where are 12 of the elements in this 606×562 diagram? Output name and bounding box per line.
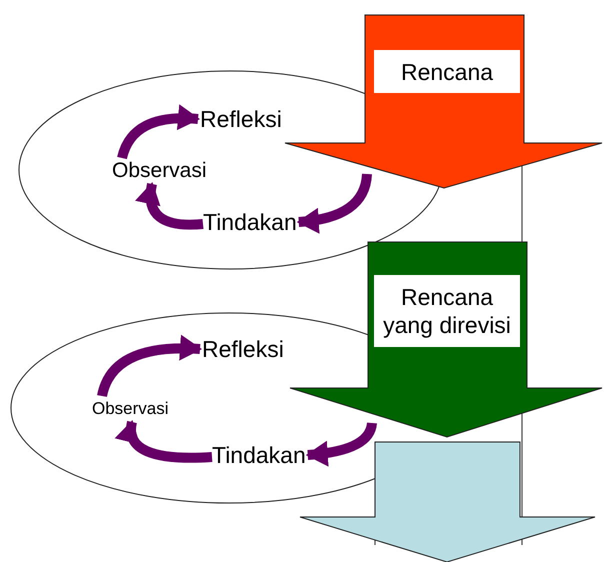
arrow-label: Rencana yang direvisi — [374, 275, 520, 347]
step-label: Refleksi — [200, 106, 282, 132]
step-label: Refleksi — [202, 336, 284, 362]
curved-arrow — [296, 173, 372, 234]
step-label: Observasi — [112, 158, 207, 184]
curved-arrow — [136, 182, 204, 230]
arrow-label: Rencana — [374, 50, 520, 93]
step-label: Observasi — [92, 396, 169, 422]
curved-arrow — [116, 420, 212, 463]
step-label: Tindakan — [203, 209, 297, 235]
curved-arrow — [306, 422, 377, 466]
step-label: Tindakan — [212, 442, 306, 468]
